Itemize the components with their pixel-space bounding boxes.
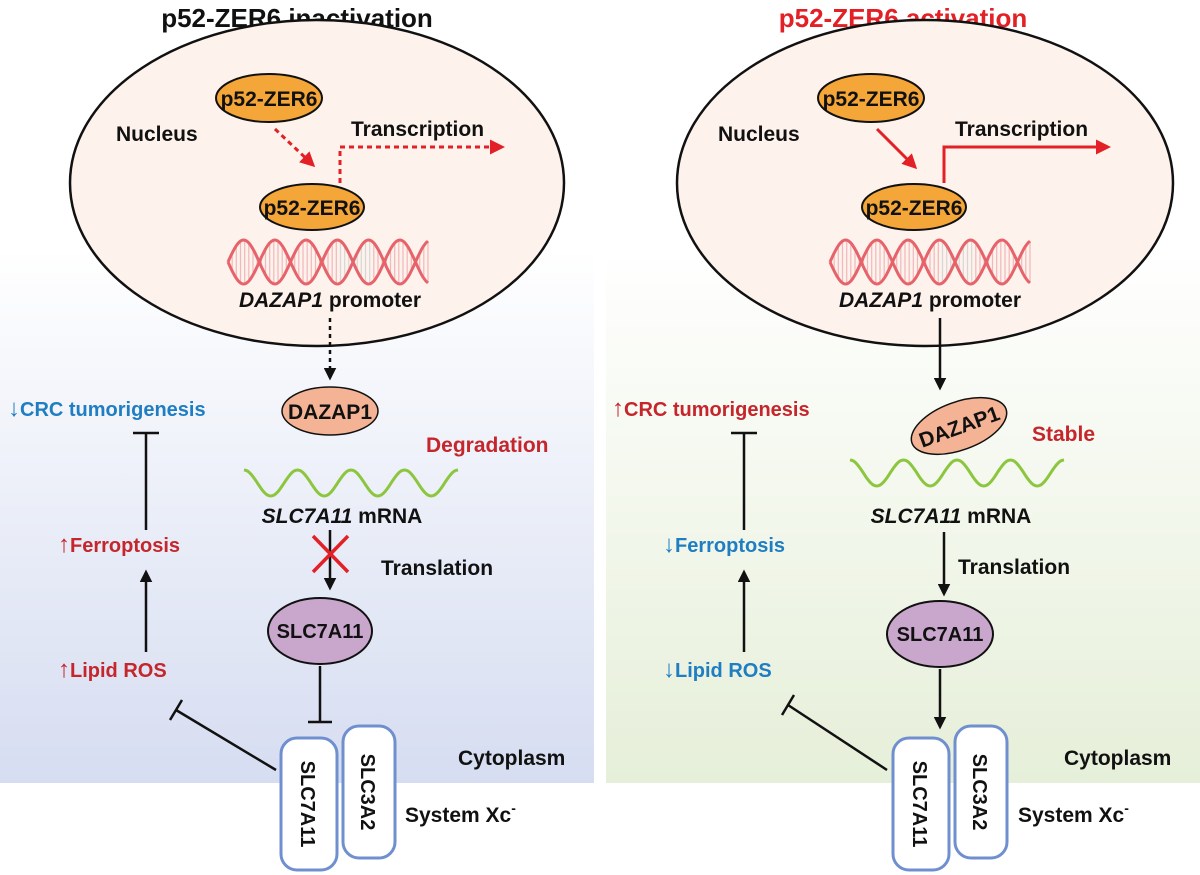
binding-arrow bbox=[875, 127, 918, 170]
mrna-label: SLC7A11 mRNA bbox=[262, 505, 423, 528]
p52-zer6-bound-label: p52-ZER6 bbox=[866, 197, 963, 220]
slc3a2-channel bbox=[341, 724, 397, 860]
slc7a11-channel bbox=[891, 736, 951, 872]
slc7a11-label: SLC7A11 bbox=[897, 624, 984, 646]
ferroptosis-status: ↑Ferroptosis bbox=[58, 531, 180, 558]
dna-strand bbox=[226, 238, 429, 286]
p52-zer6-protein bbox=[215, 73, 323, 123]
p52-zer6-bound-label: p52-ZER6 bbox=[264, 197, 361, 220]
cytoplasm-label: Cytoplasm bbox=[458, 747, 565, 770]
transcription-label: Transcription bbox=[955, 118, 1088, 141]
nucleus-label: Nucleus bbox=[116, 123, 198, 146]
slc3a2-channel bbox=[953, 724, 1009, 860]
transcription-arrow bbox=[338, 139, 505, 183]
translation-label: Translation bbox=[381, 557, 493, 580]
lipid-ros-status: ↑Lipid ROS bbox=[58, 656, 167, 683]
ferroptosis-status: ↓Ferroptosis bbox=[663, 531, 785, 558]
right-panel: p52-ZER6 activation Nucleus p52-ZER6 p52… bbox=[606, 3, 1200, 872]
dna-strand bbox=[828, 238, 1031, 286]
tumorigenesis-status: ↓CRC tumorigenesis bbox=[8, 395, 206, 422]
slc7a11-protein bbox=[267, 597, 373, 665]
slc7a11-mrna bbox=[849, 458, 1065, 488]
nucleus bbox=[675, 18, 1175, 348]
slc7a11-channel-label: SLC7A11 bbox=[908, 761, 930, 848]
translation-label: Translation bbox=[958, 556, 1070, 579]
dna-strand bbox=[226, 238, 429, 286]
mrna-strand bbox=[849, 458, 1065, 488]
dna-strand bbox=[828, 238, 1031, 286]
slc3a2-channel-label: SLC3A2 bbox=[968, 754, 990, 831]
transporter-to-ros-inhibition bbox=[780, 694, 888, 772]
transcription-label: Transcription bbox=[351, 118, 484, 141]
slc7a11-inhibition bbox=[308, 666, 332, 724]
p52-zer6-protein bbox=[817, 73, 925, 123]
tumorigenesis-status: ↑CRC tumorigenesis bbox=[612, 395, 810, 422]
promoter-label: DAZAP1 promoter bbox=[839, 289, 1021, 312]
system-xc-transporter: SLC7A11 SLC3A2 bbox=[279, 724, 397, 872]
left-panel: p52-ZER6 inactivation Nucleus p52-ZER6 p… bbox=[0, 3, 594, 872]
dna-helix bbox=[226, 238, 429, 286]
p52-zer6-label: p52-ZER6 bbox=[823, 88, 920, 111]
slc7a11-label: SLC7A11 bbox=[277, 621, 364, 643]
p52-zer6-bound-protein bbox=[259, 183, 365, 231]
mrna-status-label: Stable bbox=[1032, 423, 1095, 446]
mrna-label: SLC7A11 mRNA bbox=[871, 505, 1032, 528]
system-xc-label: System Xc- bbox=[1018, 800, 1129, 827]
slc7a11-channel bbox=[279, 736, 339, 872]
transcription-arrow bbox=[942, 139, 1111, 183]
p52-zer6-bound-protein bbox=[861, 183, 967, 231]
promoter-label: DAZAP1 promoter bbox=[239, 289, 421, 312]
ferroptosis-inhibition bbox=[133, 431, 159, 530]
lipid-ros-status: ↓Lipid ROS bbox=[663, 656, 772, 683]
cytoplasm-label: Cytoplasm bbox=[1064, 747, 1171, 770]
nucleus bbox=[68, 18, 566, 348]
p52-zer6-label: p52-ZER6 bbox=[221, 88, 318, 111]
dazap1-protein bbox=[281, 386, 379, 436]
slc7a11-protein bbox=[886, 600, 994, 668]
nucleus-label: Nucleus bbox=[718, 123, 800, 146]
transporter-to-ros-inhibition bbox=[168, 699, 277, 772]
ferroptosis-inhibition bbox=[731, 431, 757, 530]
mrna-strand bbox=[243, 468, 459, 498]
mrna-status-label: Degradation bbox=[426, 434, 549, 457]
translation-block-icon bbox=[311, 534, 350, 574]
system-xc-label: System Xc- bbox=[405, 800, 516, 827]
dazap1-label: DAZAP1 bbox=[288, 401, 372, 424]
slc3a2-channel-label: SLC3A2 bbox=[356, 754, 378, 831]
dna-helix bbox=[828, 238, 1031, 286]
slc7a11-channel-label: SLC7A11 bbox=[296, 761, 318, 848]
slc7a11-mrna bbox=[243, 468, 459, 498]
system-xc-transporter: SLC7A11 SLC3A2 bbox=[891, 724, 1009, 872]
